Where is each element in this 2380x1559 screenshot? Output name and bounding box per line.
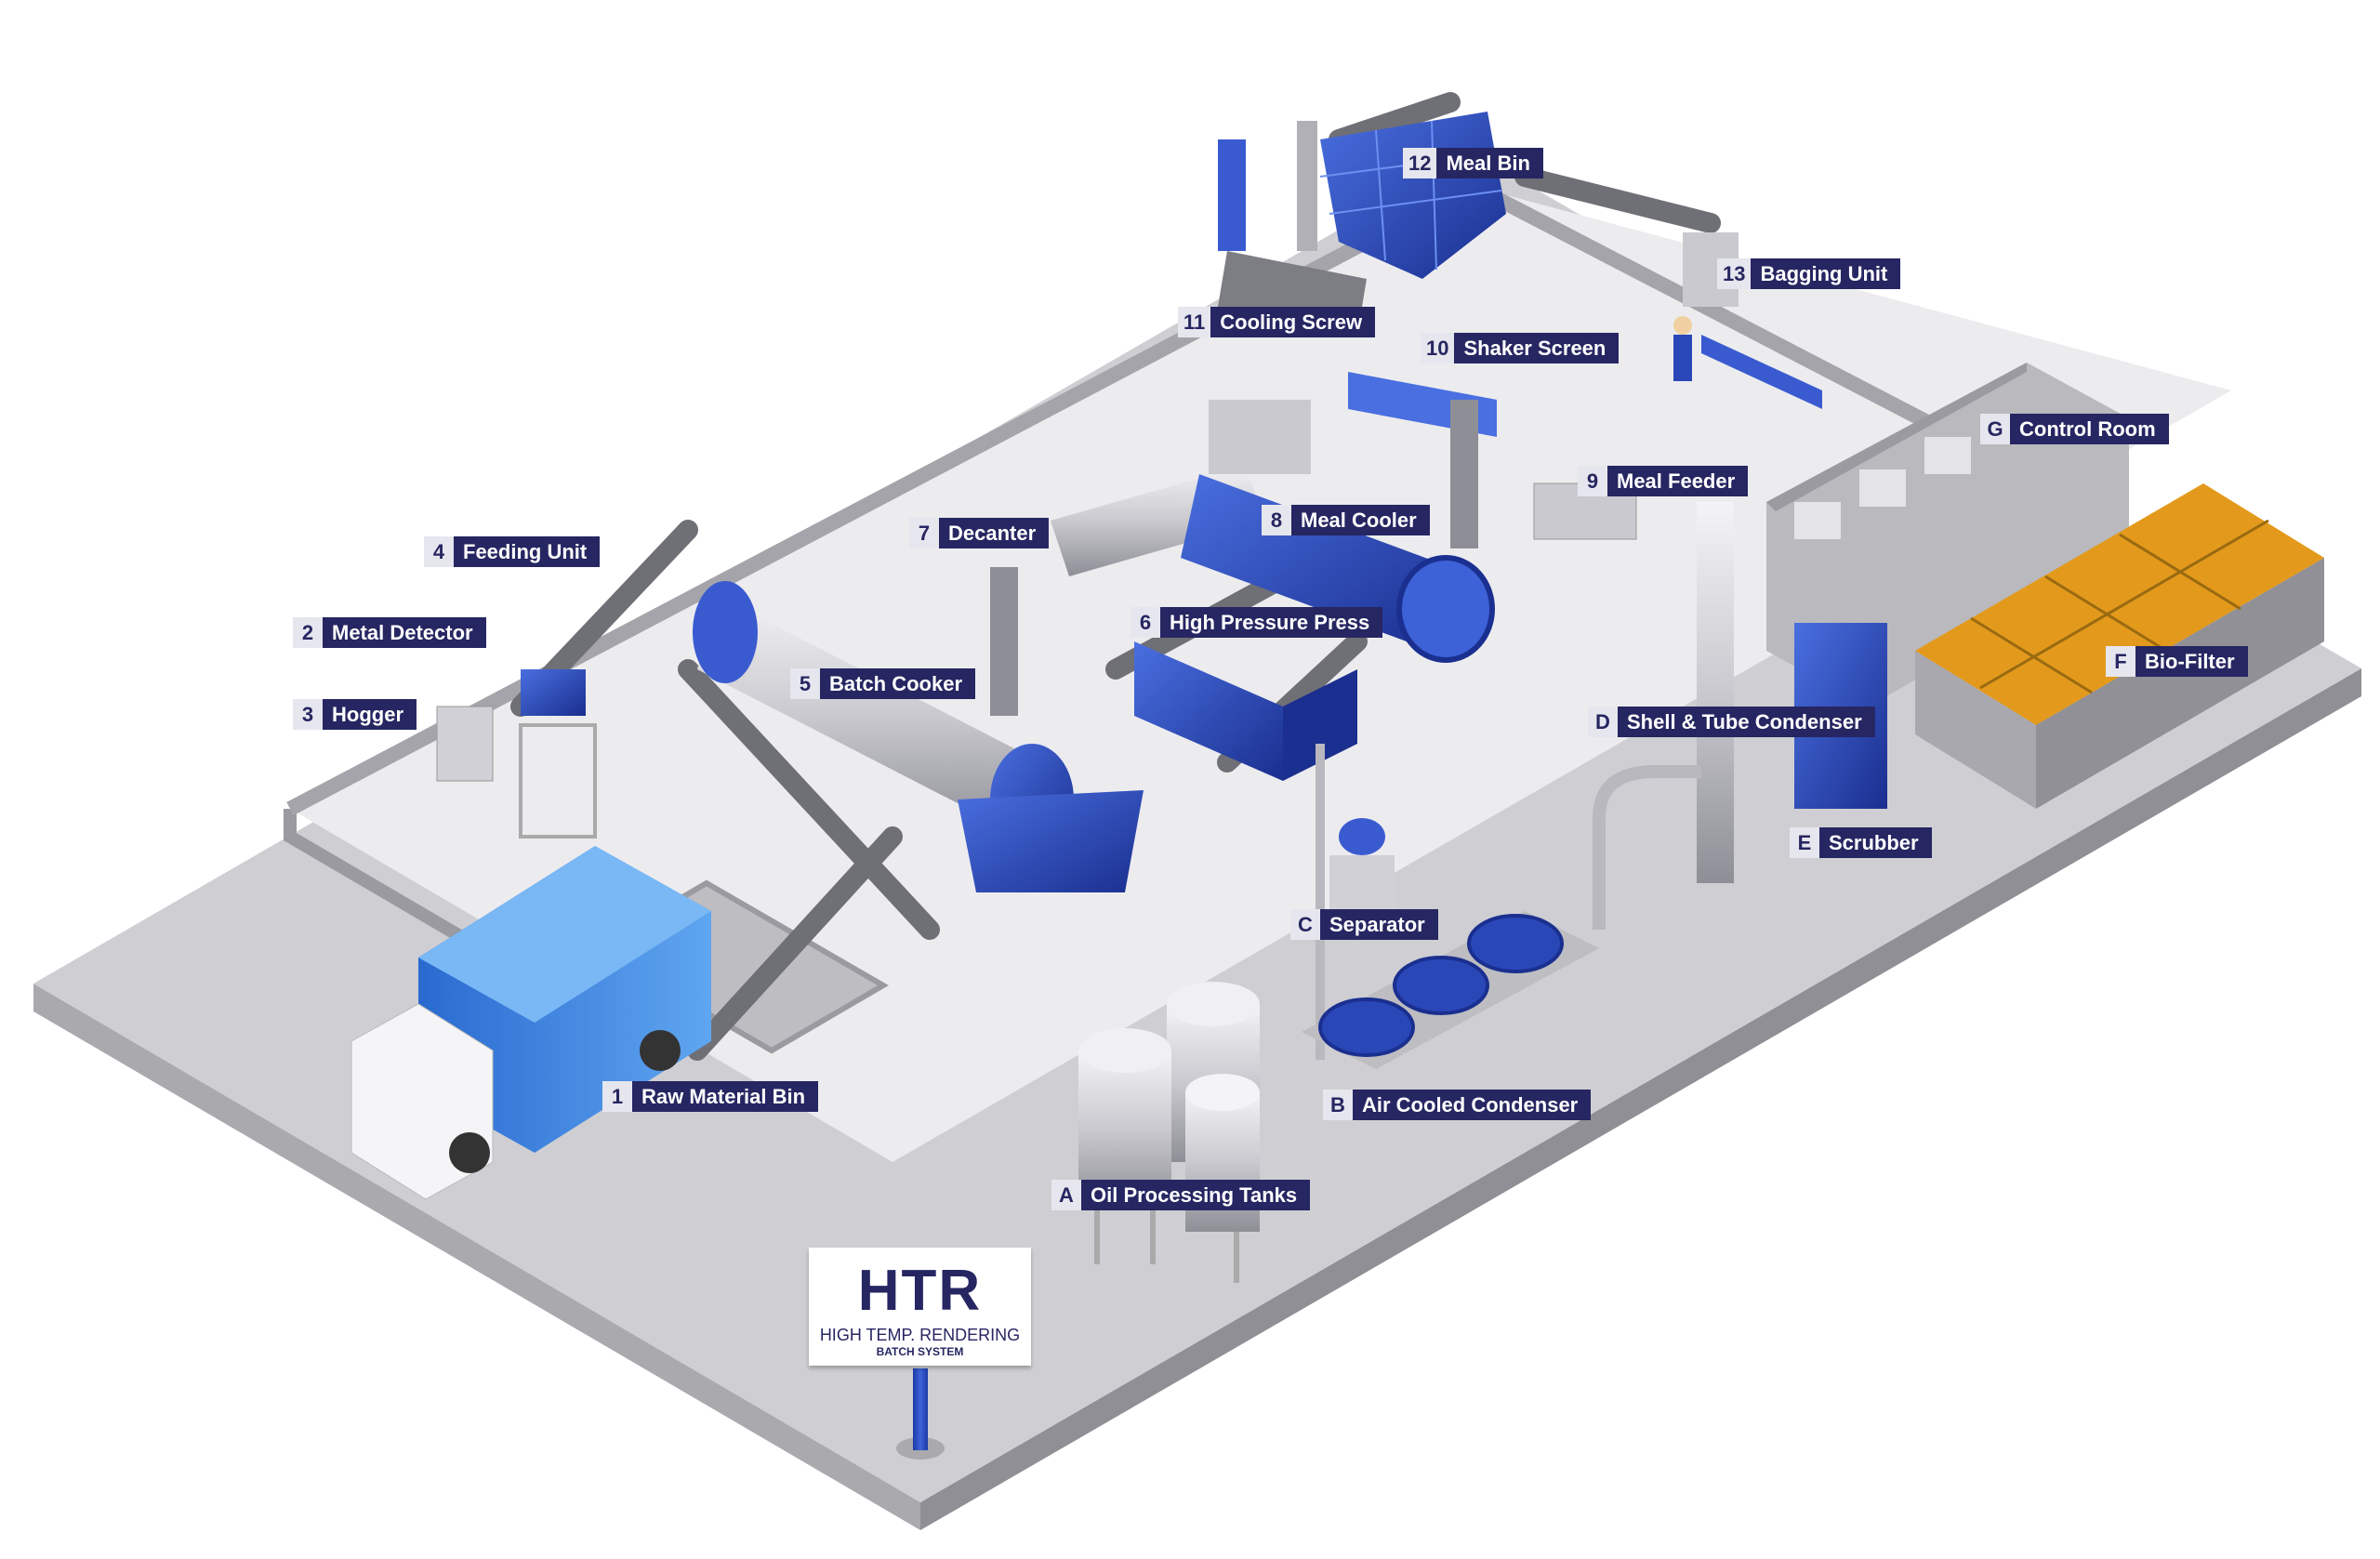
label-text: Meal Bin bbox=[1436, 148, 1543, 178]
label-number: C bbox=[1290, 909, 1320, 940]
label-number: 3 bbox=[293, 699, 323, 730]
htr-sign: HTR HIGH TEMP. RENDERING BATCH SYSTEM bbox=[809, 1248, 1031, 1366]
label-number: 11 bbox=[1178, 307, 1211, 337]
sign-pole bbox=[913, 1368, 928, 1450]
label-number: 7 bbox=[909, 518, 939, 548]
label-text: Metal Detector bbox=[323, 617, 486, 648]
label-text: Meal Feeder bbox=[1607, 466, 1749, 496]
label-text: Raw Material Bin bbox=[632, 1081, 819, 1112]
label-text: Decanter bbox=[939, 518, 1050, 548]
label-text: Control Room bbox=[2010, 414, 2169, 444]
label-number: F bbox=[2106, 646, 2135, 677]
label-number: E bbox=[1790, 827, 1819, 858]
label-text: Feeding Unit bbox=[454, 536, 601, 567]
label-number: 5 bbox=[790, 668, 820, 699]
label-number: 6 bbox=[1130, 607, 1160, 638]
label-text: Oil Processing Tanks bbox=[1081, 1180, 1311, 1210]
label-text: Cooling Screw bbox=[1210, 307, 1376, 337]
label-text: Shaker Screen bbox=[1454, 333, 1620, 363]
label-number: 8 bbox=[1262, 505, 1291, 535]
label-number: 2 bbox=[293, 617, 323, 648]
label-text: High Pressure Press bbox=[1160, 607, 1383, 638]
label-number: 9 bbox=[1578, 466, 1607, 496]
label-number: 4 bbox=[424, 536, 454, 567]
high-pressure-press bbox=[1134, 641, 1357, 781]
bagging-unit bbox=[1673, 232, 1822, 409]
truck bbox=[350, 846, 711, 1200]
air-cooled-condenser bbox=[1302, 911, 1599, 1069]
label-number: G bbox=[1980, 414, 2010, 444]
shaker-screen bbox=[1348, 372, 1497, 548]
label-text: Meal Cooler bbox=[1291, 505, 1430, 535]
label-number: 10 bbox=[1421, 333, 1455, 363]
label-text: Hogger bbox=[323, 699, 416, 730]
label-text: Batch Cooker bbox=[820, 668, 976, 699]
control-room bbox=[1766, 363, 2129, 707]
label-number: B bbox=[1323, 1090, 1353, 1120]
label-number: D bbox=[1588, 707, 1618, 737]
label-number: 1 bbox=[602, 1081, 632, 1112]
sign-title: HTR bbox=[857, 1259, 983, 1323]
sign-subtitle: HIGH TEMP. RENDERING bbox=[819, 1326, 1021, 1344]
label-number: 13 bbox=[1717, 258, 1752, 289]
separator bbox=[1316, 744, 1395, 1060]
hogger-and-metal-detector bbox=[436, 669, 597, 839]
batch-cooker bbox=[693, 567, 1144, 892]
label-text: Separator bbox=[1320, 909, 1438, 940]
label-text: Scrubber bbox=[1819, 827, 1932, 858]
sign-subtitle-2: BATCH SYSTEM bbox=[876, 1345, 964, 1358]
bio-filter bbox=[1915, 483, 2324, 809]
label-number: A bbox=[1051, 1180, 1081, 1210]
meal-cooler bbox=[1181, 400, 1495, 663]
label-text: Air Cooled Condenser bbox=[1353, 1090, 1592, 1120]
label-text: Bagging Unit bbox=[1751, 258, 1901, 289]
label-number: 12 bbox=[1403, 148, 1437, 178]
shell-tube-condenser bbox=[1593, 502, 1734, 930]
label-text: Bio-Filter bbox=[2135, 646, 2248, 677]
label-text: Shell & Tube Condenser bbox=[1618, 707, 1875, 737]
